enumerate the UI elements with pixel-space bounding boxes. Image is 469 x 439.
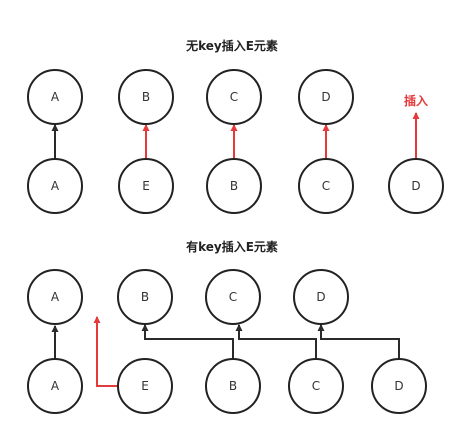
node-bottom-row1-b: B	[117, 269, 173, 325]
svg-text:D: D	[316, 290, 325, 304]
svg-text:B: B	[230, 179, 238, 193]
section-title-with-key: 有key插入E元素	[186, 239, 278, 254]
svg-text:C: C	[312, 379, 320, 393]
node-bottom-row2-a: A	[27, 358, 83, 414]
svg-text:A: A	[51, 90, 60, 104]
svg-text:B: B	[141, 290, 149, 304]
node-top-row2-a: A	[27, 158, 83, 214]
svg-text:C: C	[230, 90, 238, 104]
node-bottom-row2-d: D	[371, 358, 427, 414]
node-top-row1-c: C	[206, 69, 262, 125]
svg-text:B: B	[229, 379, 237, 393]
node-bottom-row2-b: B	[205, 358, 261, 414]
node-top-row2-b: B	[206, 158, 262, 214]
node-bottom-row1-a: A	[27, 269, 83, 325]
node-bottom-row1-d: D	[293, 269, 349, 325]
insert-label: 插入	[404, 93, 428, 108]
svg-text:D: D	[411, 179, 420, 193]
svg-text:C: C	[229, 290, 237, 304]
svg-text:C: C	[322, 179, 330, 193]
node-top-row2-d: D	[388, 158, 444, 214]
node-top-row2-e: E	[118, 158, 174, 214]
svg-text:E: E	[142, 179, 150, 193]
node-top-row2-c: C	[298, 158, 354, 214]
edge-bottom-c-to-c	[235, 323, 317, 360]
node-bottom-row1-c: C	[205, 269, 261, 325]
node-top-row1-d: D	[298, 69, 354, 125]
edge-bottom-d-to-d	[317, 323, 400, 360]
svg-text:A: A	[51, 179, 60, 193]
edge-bottom-b-to-b	[141, 323, 234, 360]
svg-text:E: E	[141, 379, 149, 393]
node-top-row1-b: B	[118, 69, 174, 125]
edge-bottom-e-insert	[93, 315, 118, 387]
svg-text:D: D	[321, 90, 330, 104]
node-bottom-row2-c: C	[288, 358, 344, 414]
svg-text:A: A	[51, 379, 60, 393]
section-title-no-key: 无key插入E元素	[185, 38, 278, 53]
node-top-row1-a: A	[27, 69, 83, 125]
svg-text:D: D	[394, 379, 403, 393]
node-bottom-row2-e: E	[117, 358, 173, 414]
svg-text:B: B	[142, 90, 150, 104]
svg-text:A: A	[51, 290, 60, 304]
